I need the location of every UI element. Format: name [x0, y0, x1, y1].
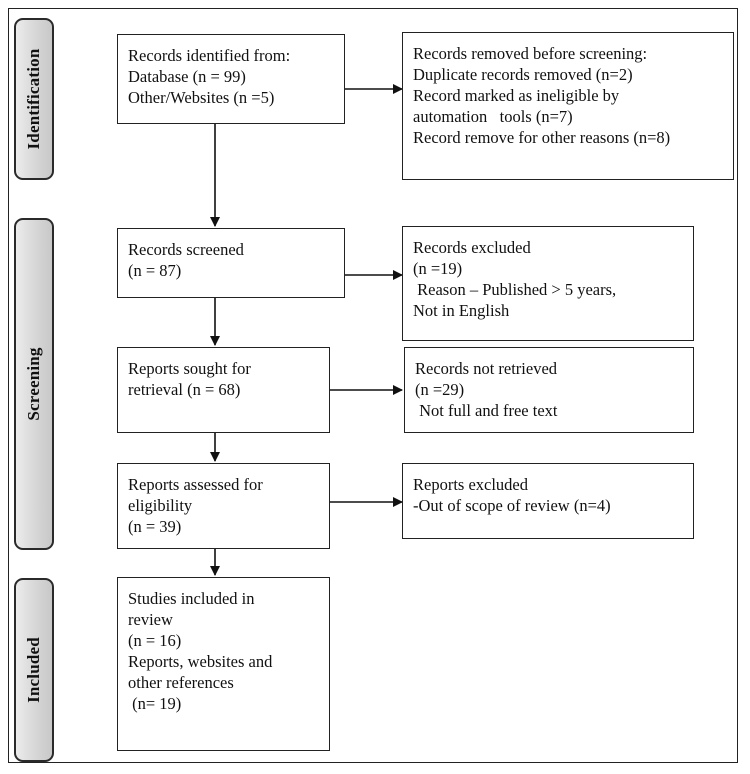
box-text-line: retrieval (n = 68) [128, 380, 241, 399]
box-text-line: -Out of scope of review (n=4) [413, 496, 611, 515]
box-text-line: Not full and free text [415, 401, 558, 420]
box-text-line: (n= 19) [128, 694, 182, 713]
box-text-line: Duplicate records removed (n=2) [413, 65, 633, 84]
box-text-line: Records identified from: [128, 46, 291, 65]
stage-label-included: Included [24, 637, 43, 703]
stage-label-identification: Identification [24, 48, 43, 150]
box-text-line: Reports sought for [128, 359, 251, 378]
box-text-line: (n =19) [413, 259, 463, 278]
box-text-line: Not in English [413, 301, 510, 320]
box-records-screened: Records screened (n = 87) [117, 228, 345, 298]
box-records-removed: Records removed before screening: Duplica… [402, 32, 734, 180]
box-text-line: (n = 16) [128, 631, 182, 650]
box-reports-assessed: Reports assessed for eligibility (n = 39) [117, 463, 330, 549]
box-studies-included: Studies included in review (n = 16) Reports… [117, 577, 330, 751]
box-text-line: (n = 39) [128, 517, 182, 536]
box-records-identified: Records identified from: Database (n = 99… [117, 34, 345, 124]
box-text-line: Record remove for other reasons (n=8) [413, 128, 671, 147]
box-text-line: Database (n = 99) [128, 67, 246, 86]
box-text-line: Reports excluded [413, 475, 529, 494]
box-text-line: Reason – Published > 5 years, [413, 280, 617, 299]
box-text-line: (n = 87) [128, 261, 182, 280]
box-text-line: (n =29) [415, 380, 465, 399]
box-reports-sought: Reports sought for retrieval (n = 68) [117, 347, 330, 433]
box-text-line: Records screened [128, 240, 244, 259]
box-reports-excluded: Reports excluded -Out of scope of review … [402, 463, 694, 539]
stage-included: Included [14, 578, 54, 762]
box-text-line: automation tools (n=7) [413, 107, 573, 126]
box-text-line: Other/Websites (n =5) [128, 88, 275, 107]
box-text-line: Reports, websites and [128, 652, 273, 671]
stage-screening: Screening [14, 218, 54, 550]
box-text-line: Studies included in [128, 589, 255, 608]
box-text-line: Reports assessed for [128, 475, 263, 494]
box-records-not-retrieved: Records not retrieved (n =29) Not full an… [404, 347, 694, 433]
box-text-line: Records not retrieved [415, 359, 558, 378]
stage-label-screening: Screening [24, 347, 43, 421]
box-text-line: eligibility [128, 496, 193, 515]
box-text-line: Records removed before screening: [413, 44, 648, 63]
box-text-line: other references [128, 673, 234, 692]
box-records-excluded: Records excluded (n =19) Reason – Publish… [402, 226, 694, 341]
box-text-line: review [128, 610, 173, 629]
box-text-line: Records excluded [413, 238, 531, 257]
box-text-line: Record marked as ineligible by [413, 86, 620, 105]
stage-identification: Identification [14, 18, 54, 180]
